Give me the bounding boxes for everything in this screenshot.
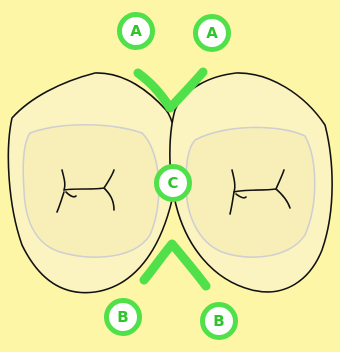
label-c-contact-marker: C [154,164,192,202]
label-b-right-marker: B [200,302,238,340]
right-tooth-groove-sketch [229,169,291,215]
upper-embrasure-highlight [133,67,208,113]
label-a-left-marker: A [117,12,155,50]
label-c-text: C [167,173,179,192]
left-tooth-inner-outline [22,124,160,258]
left-tooth-groove-sketch [56,169,115,213]
label-a-left-text: A [130,21,142,40]
label-a-right-text: A [206,23,218,42]
label-a-right-marker: A [193,14,231,52]
lower-embrasure-highlight [139,239,211,291]
label-b-left-text: B [117,307,129,326]
label-b-right-text: B [213,311,225,330]
label-b-left-marker: B [104,298,142,336]
right-tooth-inner-outline [185,126,316,258]
